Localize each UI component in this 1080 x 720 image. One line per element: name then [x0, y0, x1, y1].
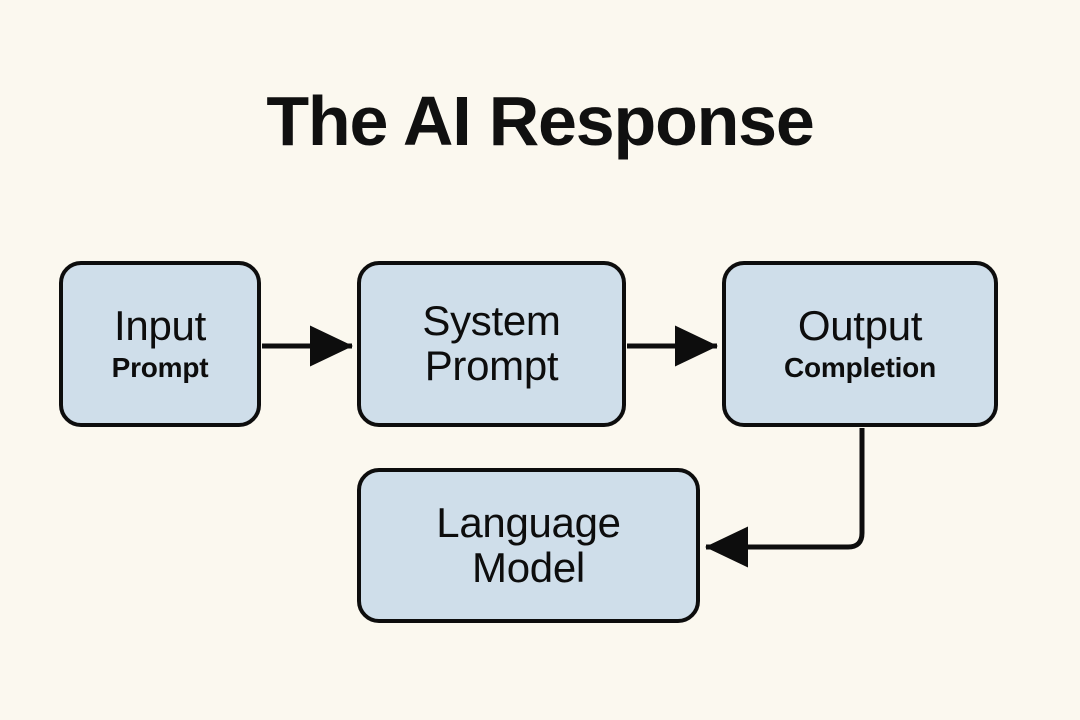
node-language-model[interactable]: Language Model: [357, 468, 700, 623]
node-output-primary-label: Output: [797, 302, 923, 350]
page-title: The AI Response: [266, 82, 815, 160]
node-system-prompt[interactable]: System Prompt: [357, 261, 626, 427]
node-system-primary-label: System Prompt: [422, 297, 561, 389]
node-output-secondary-label: Completion: [784, 351, 936, 383]
node-output[interactable]: Output Completion: [722, 261, 998, 427]
node-model-primary-label: Language Model: [436, 498, 621, 591]
node-input-primary-label: Input: [114, 302, 206, 350]
edge-output-to-model: [704, 428, 865, 568]
node-input[interactable]: Input Prompt: [59, 261, 261, 427]
node-input-secondary-label: Prompt: [111, 351, 209, 383]
